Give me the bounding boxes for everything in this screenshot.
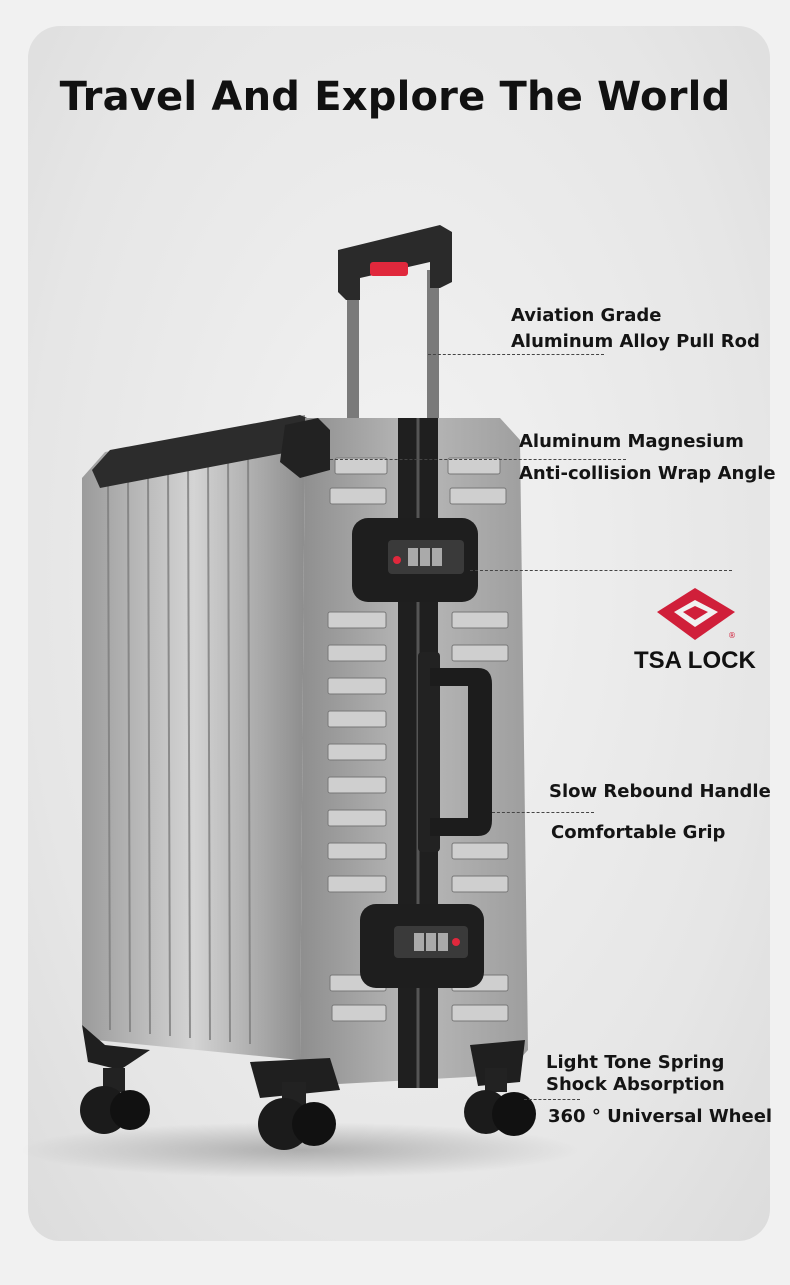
- pull-rod-label-1: Aviation Grade: [511, 305, 662, 326]
- handle-label-1: Slow Rebound Handle: [549, 781, 771, 802]
- wheel-leader: [524, 1099, 580, 1100]
- pull-rod-leader: [428, 354, 604, 355]
- tsa-lock-label: TSA LOCK: [634, 647, 756, 674]
- tsa-logo-icon: ®: [657, 588, 736, 640]
- svg-text:®: ®: [728, 631, 736, 640]
- handle-leader: [492, 812, 594, 813]
- wrap-angle-label-2: Anti-collision Wrap Angle: [519, 463, 776, 484]
- handle-label-2: Comfortable Grip: [551, 822, 726, 843]
- side-handle: [418, 652, 492, 852]
- page-title: Travel And Explore The World: [59, 74, 731, 120]
- wheel-front-right: [258, 1082, 336, 1150]
- suitcase-side-panel: [82, 415, 305, 1060]
- wheel-label-3: 360 ° Universal Wheel: [548, 1106, 773, 1127]
- pull-rod-red-button: [370, 262, 408, 276]
- pull-rod-label-2: Aluminum Alloy Pull Rod: [511, 331, 760, 352]
- wheel-front-left: [80, 1068, 150, 1134]
- tsa-lock-leader: [470, 570, 732, 571]
- wrap-angle-leader: [330, 459, 626, 460]
- lower-tsa-lock: [360, 904, 484, 988]
- wheel-label-1: Light Tone Spring: [546, 1052, 725, 1073]
- pull-rod: [338, 225, 452, 420]
- upper-tsa-lock: [352, 518, 478, 602]
- wrap-angle-label-1: Aluminum Magnesium: [519, 431, 744, 452]
- wheel-label-2: Shock Absorption: [546, 1074, 725, 1095]
- corner-guard: [280, 418, 330, 478]
- wheel-back-right: [464, 1068, 536, 1136]
- floor-shadow: [20, 1122, 580, 1178]
